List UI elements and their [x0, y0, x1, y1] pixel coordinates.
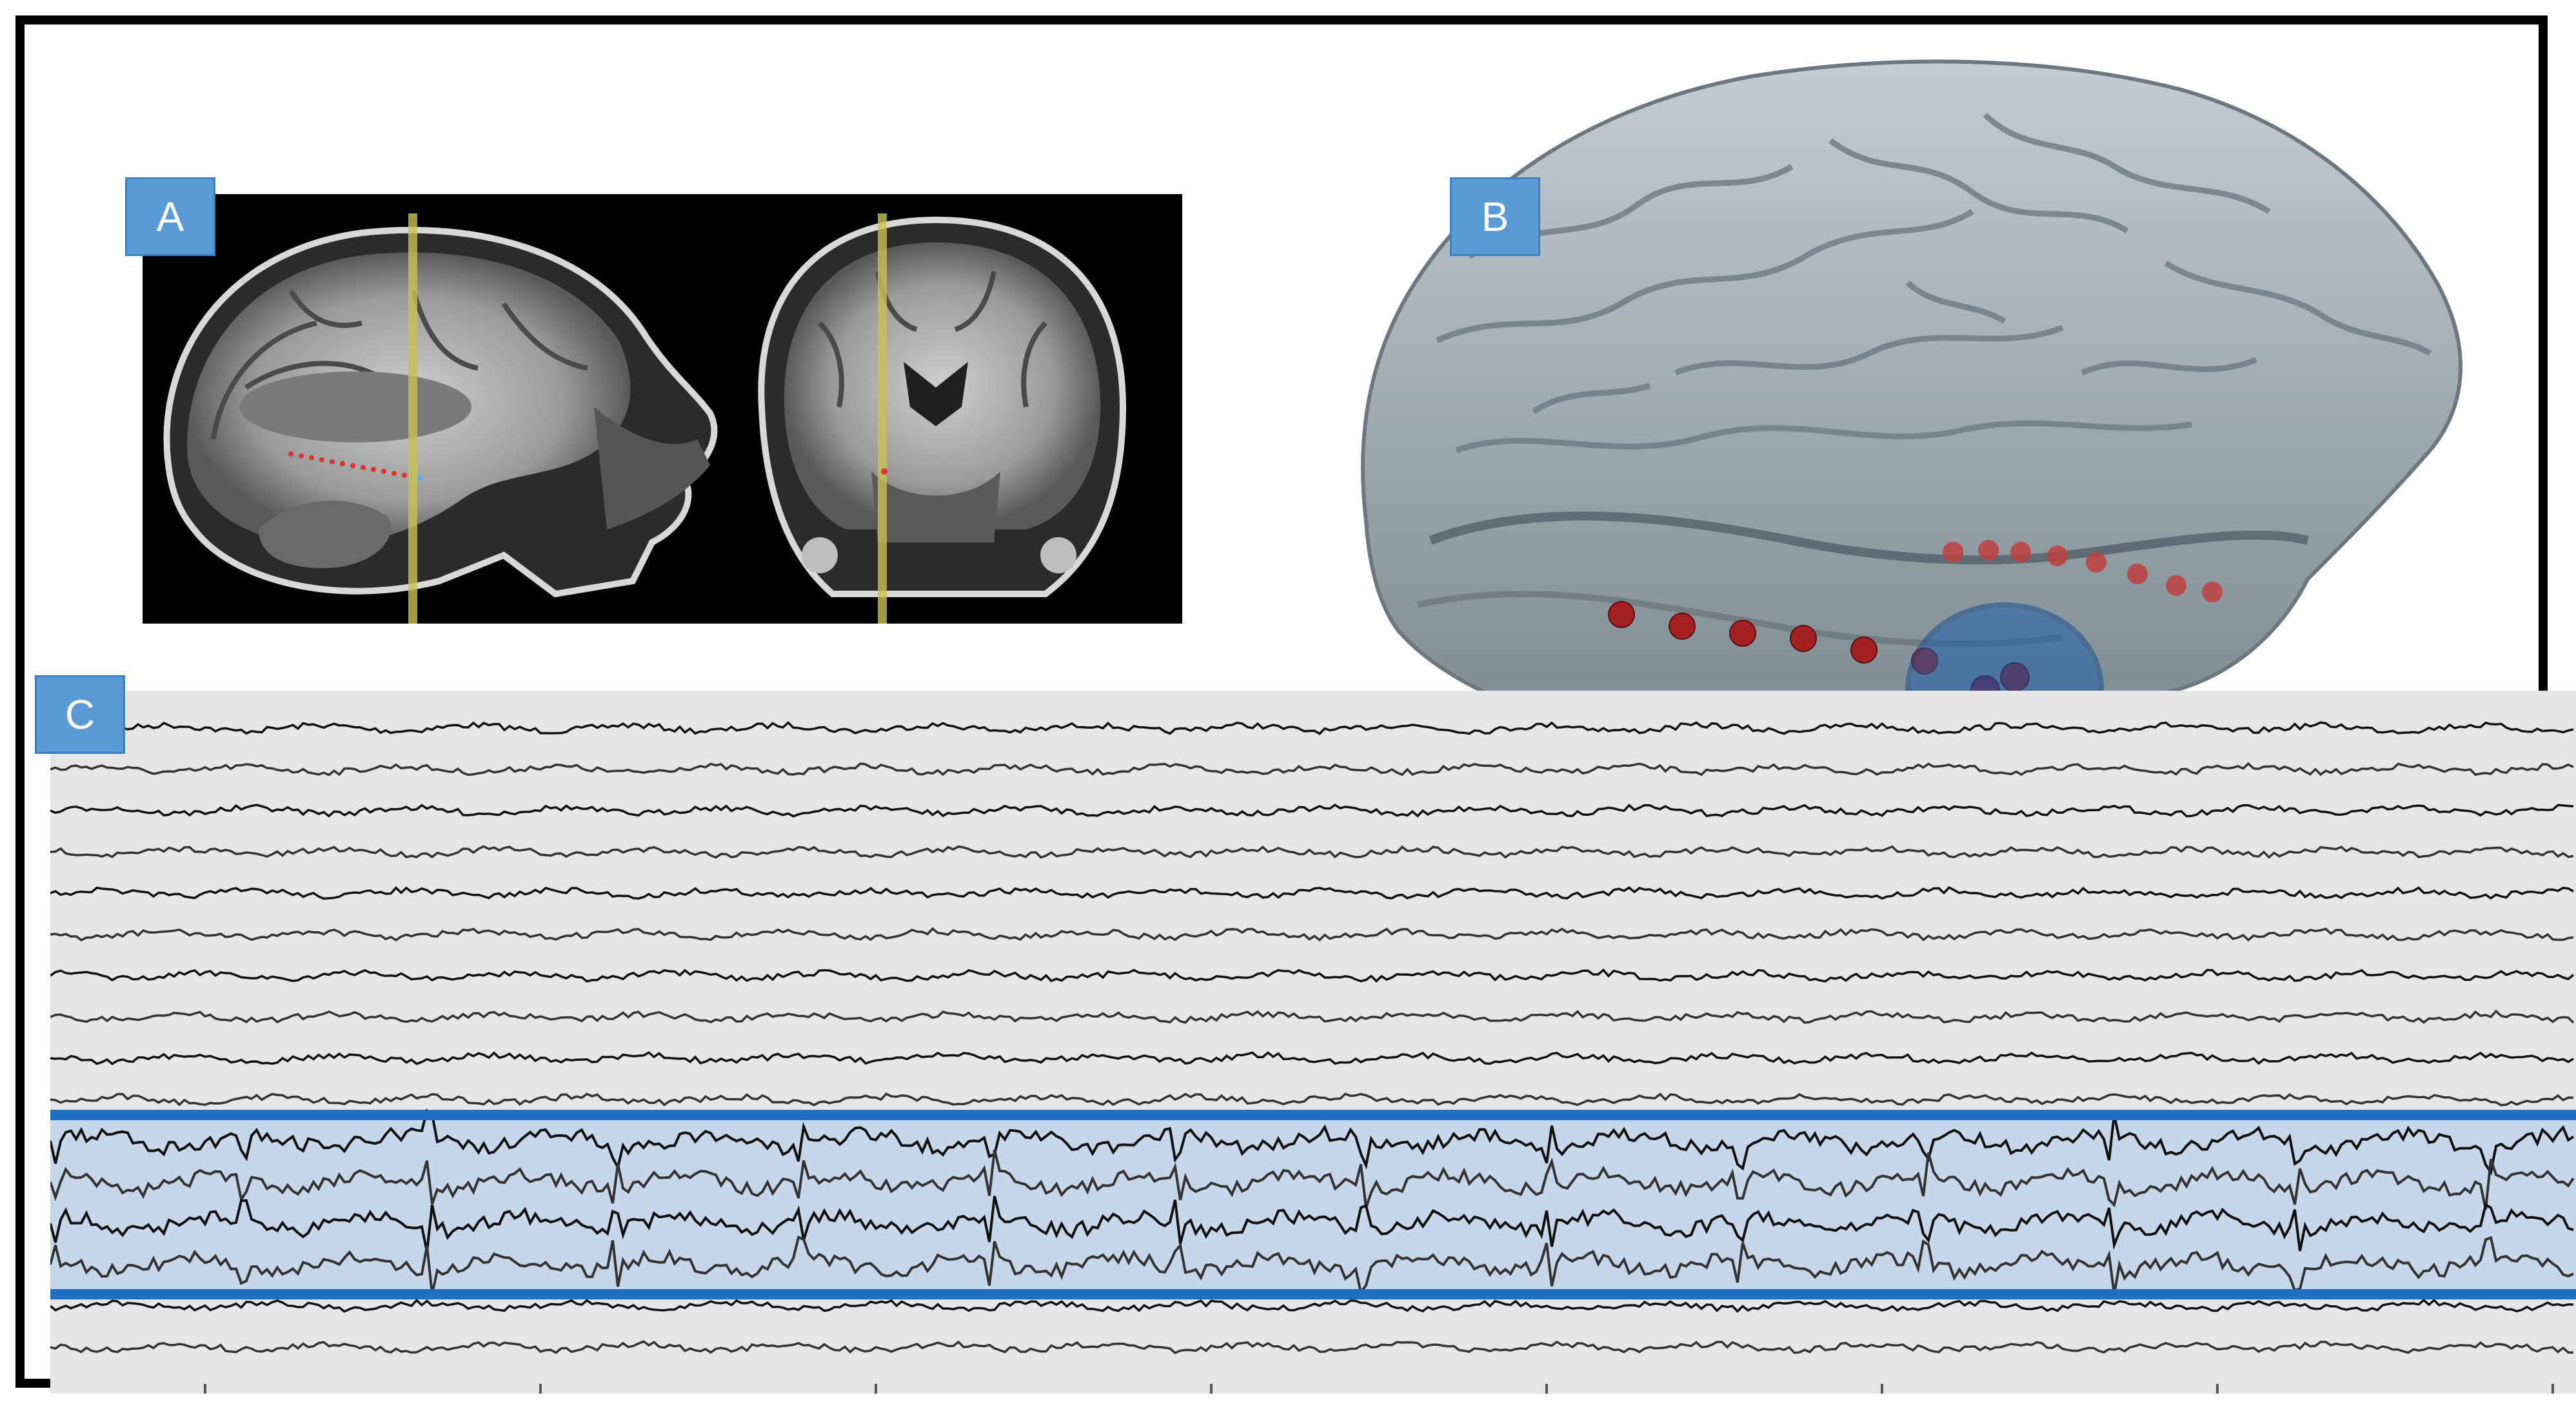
eeg-channel-trace	[50, 886, 2574, 900]
highlight-top-line	[50, 1110, 2576, 1120]
time-ticks	[204, 1384, 2554, 1394]
highlighted-channels-band	[50, 1115, 2576, 1294]
panel-label-b: B	[1450, 177, 1540, 256]
electrode-trajectory-sagittal	[288, 451, 423, 481]
sagittal-slice	[163, 226, 718, 598]
eeg-channel-trace	[50, 1092, 2574, 1107]
eeg-channel-trace	[50, 927, 2574, 942]
highlight-bottom-line	[50, 1289, 2576, 1299]
panel-label-c: C	[35, 675, 125, 754]
eeg-channel-trace	[50, 1298, 2574, 1314]
electrode-contact-coronal	[881, 468, 887, 475]
eeg-channel-trace	[50, 845, 2574, 859]
eeg-channel-trace	[50, 1009, 2575, 1024]
eeg-panel	[50, 691, 2576, 1394]
eeg-channel-trace	[50, 1108, 2575, 1176]
panel-label-a: A	[125, 177, 215, 256]
eeg-channel-trace	[50, 1235, 2574, 1296]
eeg-channel-trace	[50, 762, 2574, 776]
slice-position-line-sagittal	[408, 213, 417, 624]
sylvian-fissure	[1429, 511, 2309, 565]
eeg-channel-trace	[50, 1196, 2574, 1252]
slice-position-line-coronal	[878, 213, 887, 624]
eeg-channel-lines	[50, 721, 2575, 1354]
eeg-channel-trace	[50, 1051, 2574, 1065]
mri-panel	[143, 194, 1182, 624]
eeg-channel-trace	[50, 721, 2574, 736]
brain-3d-panel	[1340, 50, 2501, 785]
eeg-channel-trace	[50, 804, 2574, 818]
brain-surface	[1361, 59, 2462, 775]
figure-frame: A B C	[15, 15, 2576, 1394]
eeg-channel-trace	[50, 1340, 2574, 1354]
coronal-slice	[758, 216, 1127, 597]
eeg-channel-trace	[50, 968, 2575, 983]
eeg-channel-trace	[50, 1149, 2575, 1210]
mri-slices	[163, 213, 1127, 624]
eeg-traces	[50, 721, 2576, 1394]
